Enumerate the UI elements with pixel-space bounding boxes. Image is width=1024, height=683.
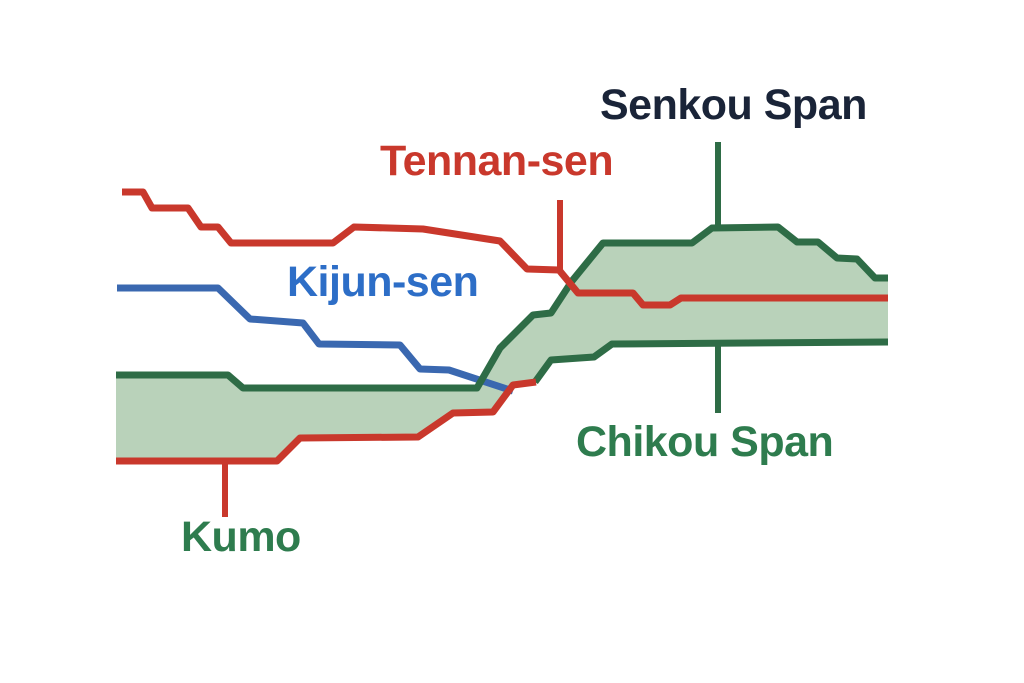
tennan-sen-label: Tennan-sen	[380, 137, 614, 185]
kumo-cloud-fill	[116, 227, 888, 461]
senkou-span-line	[116, 223, 888, 392]
kijun-sen-label: Kijun-sen	[287, 258, 479, 306]
cloud-bottom-red-line	[116, 378, 537, 465]
chikou-span-line	[532, 338, 889, 385]
chikou-span-label: Chikou Span	[576, 418, 834, 466]
tennan-sen-line	[122, 188, 888, 309]
kumo-label: Kumo	[181, 513, 301, 561]
kijun-sen-line	[117, 284, 515, 395]
senkou-span-label: Senkou Span	[600, 81, 867, 129]
